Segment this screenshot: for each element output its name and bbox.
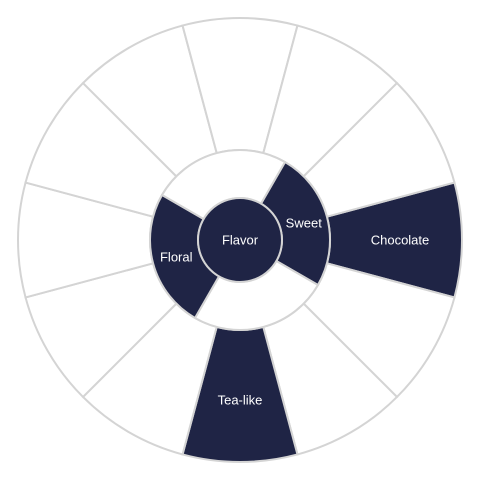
center-segment[interactable] [197,197,283,283]
center-group: Flavor [197,197,283,283]
center-label: Flavor [222,233,259,248]
middle-ring-label: Sweet [286,215,323,230]
middle-ring-label: Floral [160,250,193,265]
outer-ring-label: Chocolate [371,233,430,248]
outer-ring-label: Tea-like [218,393,263,408]
